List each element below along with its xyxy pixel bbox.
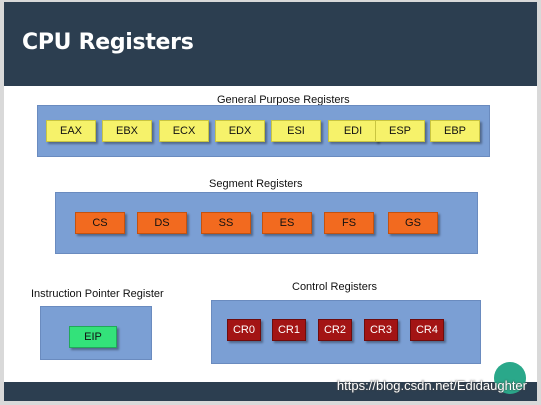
register-cr4: CR4 bbox=[410, 319, 444, 341]
register-edx: EDX bbox=[215, 120, 265, 142]
register-esi: ESI bbox=[271, 120, 321, 142]
control-label: Control Registers bbox=[292, 281, 377, 293]
register-ebx: EBX bbox=[102, 120, 152, 142]
register-ss: SS bbox=[201, 212, 251, 234]
segment-group: CS DS SS ES FS GS bbox=[55, 192, 478, 254]
register-ds: DS bbox=[137, 212, 187, 234]
general-purpose-group: EAX EBX ECX EDX ESI EDI ESP EBP bbox=[37, 105, 490, 157]
slide-corner-badge bbox=[494, 362, 526, 394]
register-cr0: CR0 bbox=[227, 319, 261, 341]
register-cr3: CR3 bbox=[364, 319, 398, 341]
register-edi: EDI bbox=[328, 120, 378, 142]
control-group: CR0 CR1 CR2 CR3 CR4 bbox=[211, 300, 481, 364]
register-eip: EIP bbox=[69, 326, 117, 348]
footer-bar bbox=[4, 382, 537, 401]
watermark-url: https://blog.csdn.net/Edidaughter bbox=[336, 378, 527, 393]
title-bar: CPU Registers bbox=[4, 2, 537, 86]
register-eax: EAX bbox=[46, 120, 96, 142]
general-purpose-label: General Purpose Registers bbox=[217, 94, 350, 106]
segment-label: Segment Registers bbox=[209, 178, 303, 190]
instruction-pointer-group: EIP bbox=[40, 306, 152, 360]
register-ecx: ECX bbox=[159, 120, 209, 142]
slide-title: CPU Registers bbox=[22, 30, 194, 55]
register-es: ES bbox=[262, 212, 312, 234]
register-cr2: CR2 bbox=[318, 319, 352, 341]
register-ebp: EBP bbox=[430, 120, 480, 142]
register-cs: CS bbox=[75, 212, 125, 234]
register-fs: FS bbox=[324, 212, 374, 234]
register-esp: ESP bbox=[375, 120, 425, 142]
slide: CPU Registers General Purpose Registers … bbox=[4, 2, 537, 401]
instruction-pointer-label: Instruction Pointer Register bbox=[31, 288, 164, 300]
register-cr1: CR1 bbox=[272, 319, 306, 341]
register-gs: GS bbox=[388, 212, 438, 234]
